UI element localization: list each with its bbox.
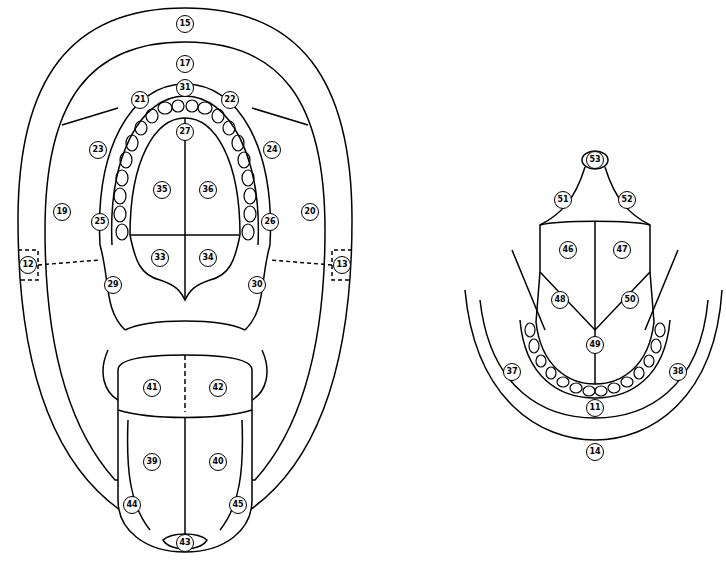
callout-number: 51 <box>554 191 572 209</box>
callout-number: 27 <box>176 123 194 141</box>
callout-number: 38 <box>669 363 687 381</box>
callout-number: 53 <box>586 151 604 169</box>
callout-number: 39 <box>143 453 161 471</box>
callout-number: 26 <box>261 213 279 231</box>
callout-number: 20 <box>301 203 319 221</box>
callout-number: 47 <box>613 241 631 259</box>
callout-number: 15 <box>176 15 194 33</box>
callout-number: 48 <box>551 291 569 309</box>
callout-number: 24 <box>263 141 281 159</box>
callout-number: 21 <box>131 91 149 109</box>
callout-number: 22 <box>221 91 239 109</box>
callout-number: 33 <box>151 249 169 267</box>
callout-number: 36 <box>199 181 217 199</box>
callout-number: 25 <box>91 213 109 231</box>
callout-number: 11 <box>586 399 604 417</box>
callout-number: 40 <box>209 453 227 471</box>
callout-number: 42 <box>209 379 227 397</box>
callout-number: 13 <box>333 256 351 274</box>
callout-number: 44 <box>123 496 141 514</box>
callout-number: 34 <box>199 249 217 267</box>
callout-number: 50 <box>621 291 639 309</box>
callout-number: 14 <box>586 443 604 461</box>
callout-number: 45 <box>229 496 247 514</box>
callout-number: 41 <box>143 379 161 397</box>
callout-number: 12 <box>19 256 37 274</box>
callout-number: 49 <box>586 336 604 354</box>
callout-number: 23 <box>89 141 107 159</box>
callout-number: 43 <box>176 534 194 552</box>
callout-number: 35 <box>153 181 171 199</box>
callout-number: 37 <box>503 363 521 381</box>
callout-number: 46 <box>559 241 577 259</box>
callout-number: 30 <box>248 276 266 294</box>
callout-number: 31 <box>176 79 194 97</box>
callout-number: 17 <box>176 55 194 73</box>
callout-number: 52 <box>618 191 636 209</box>
callout-number: 29 <box>104 276 122 294</box>
callout-number: 19 <box>53 203 71 221</box>
